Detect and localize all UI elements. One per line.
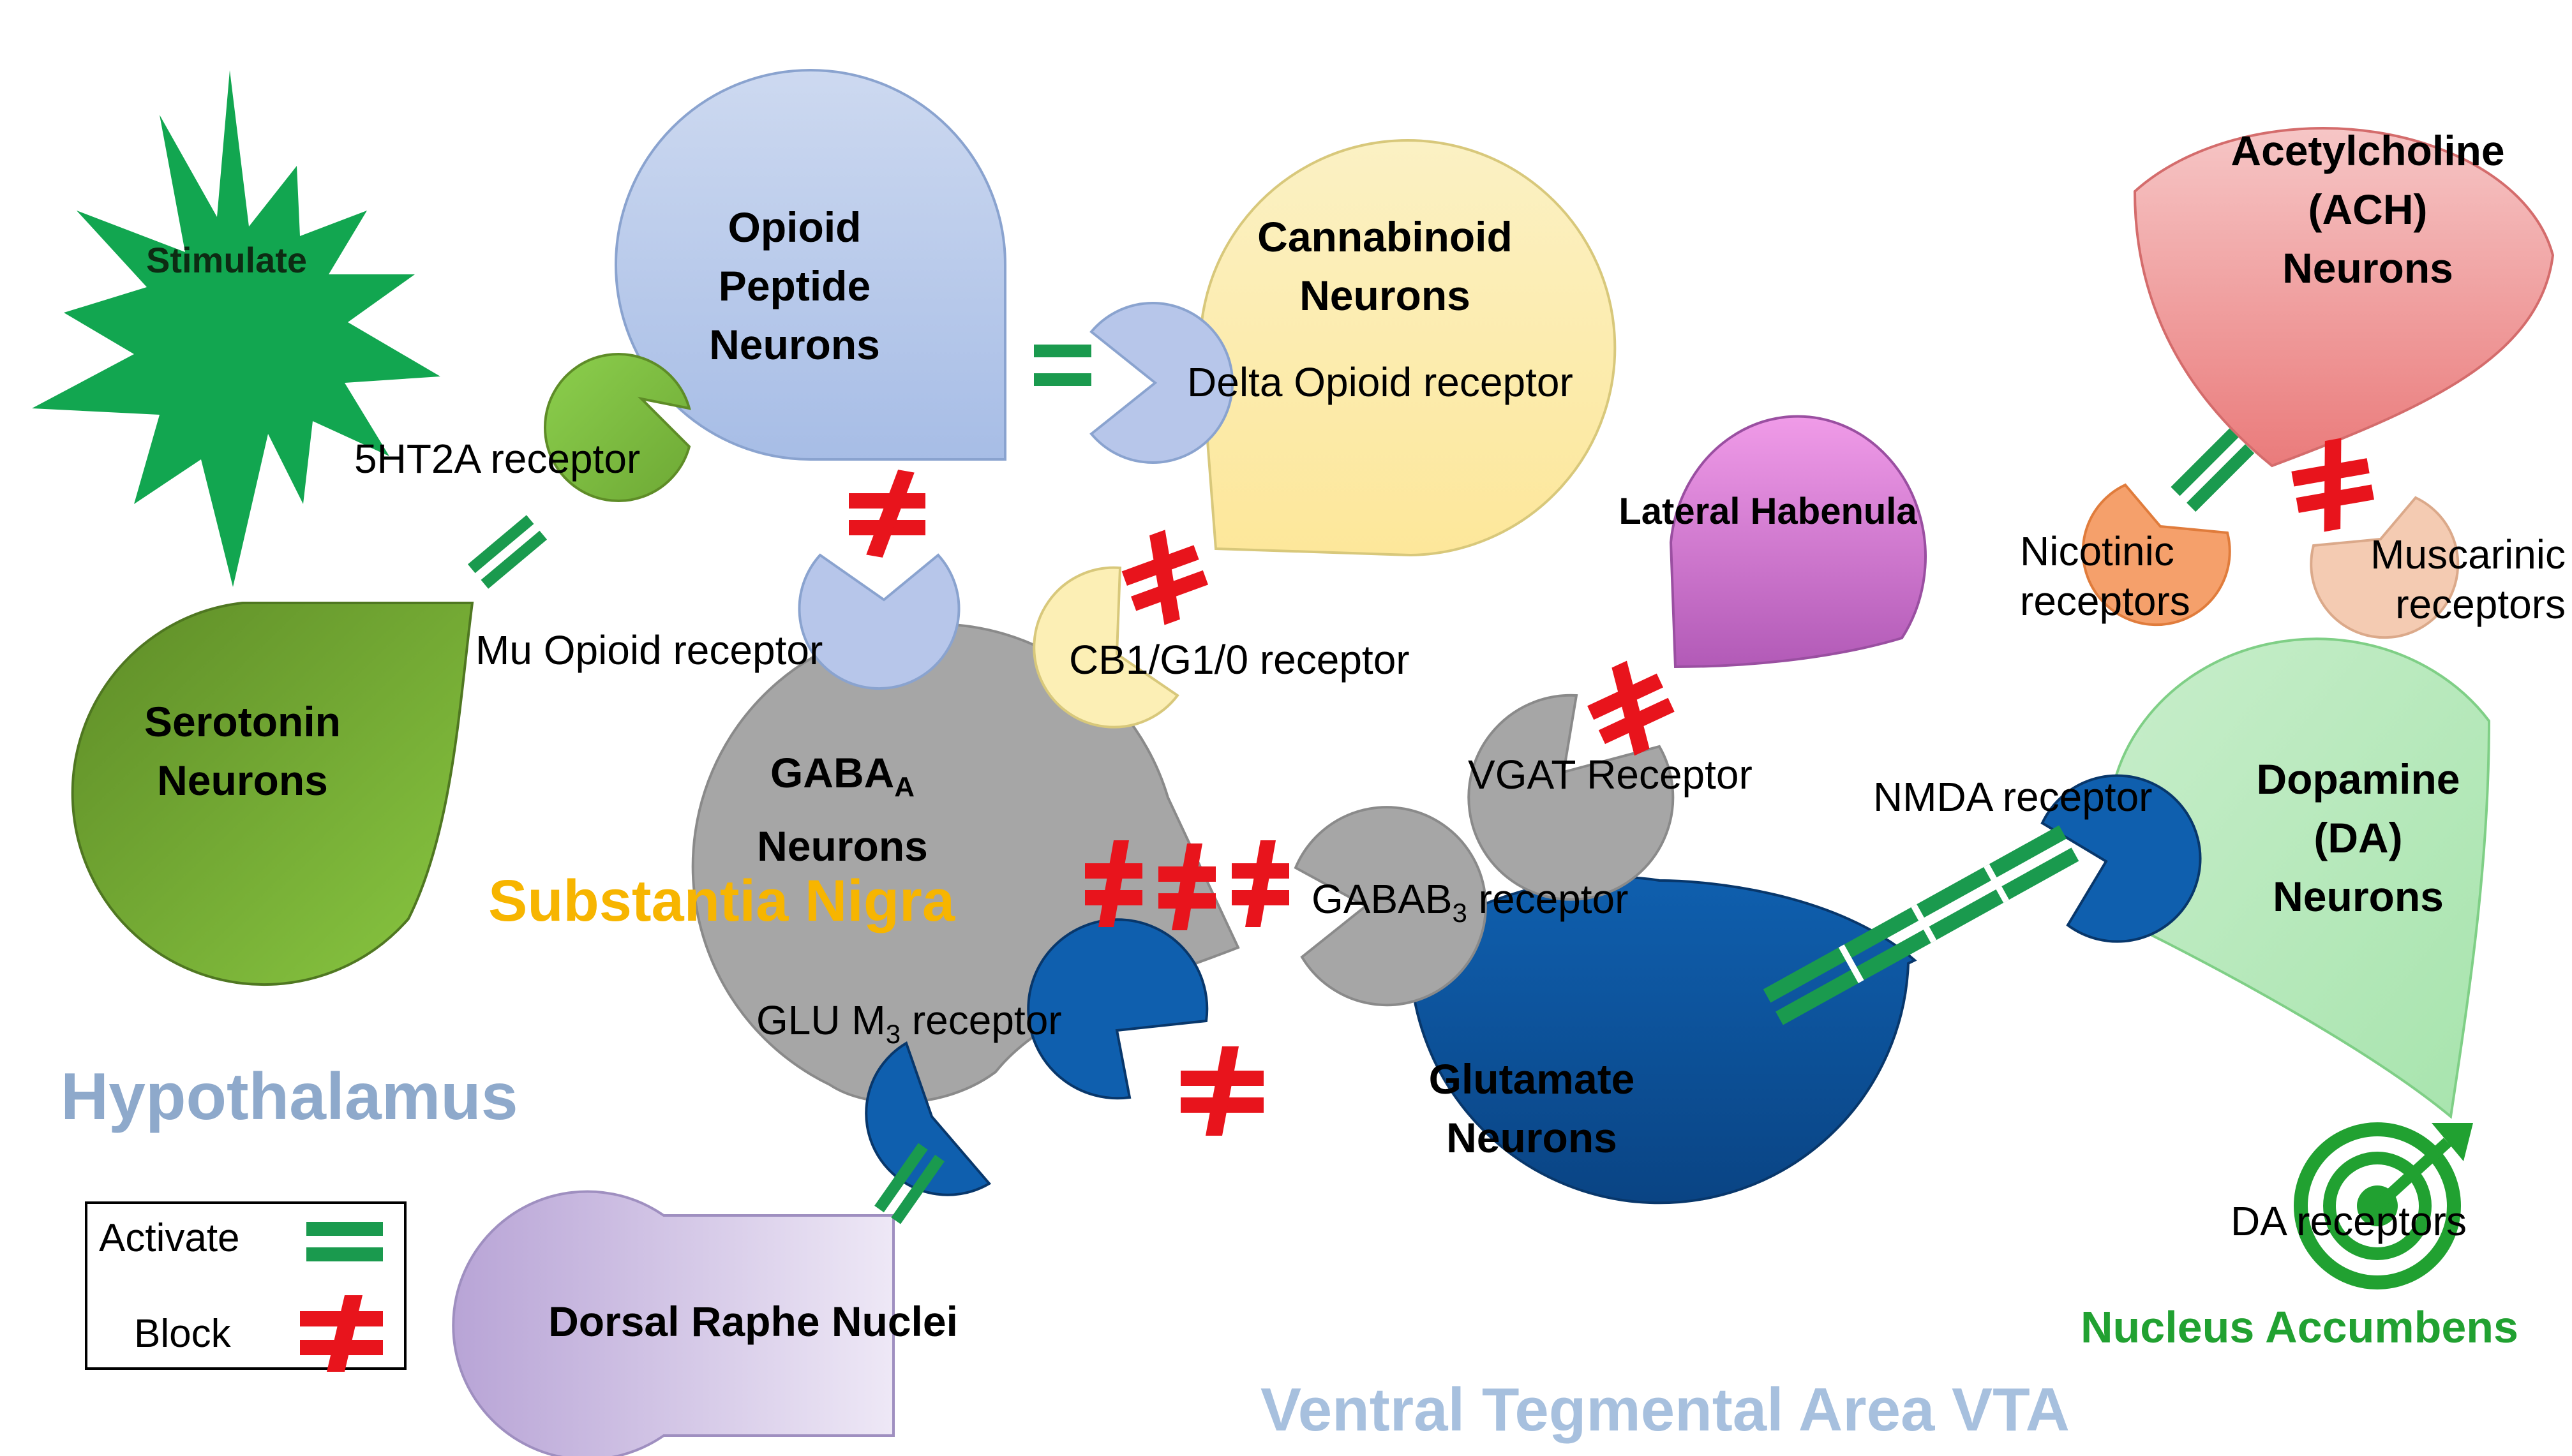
nicotinic-receptor-shape — [2081, 483, 2231, 627]
dopamine-neuron-label: Dopamine (DA) Neurons — [2256, 755, 2460, 920]
serotonin-neuron-label: Serotonin Neurons — [144, 698, 341, 804]
vgat-receptor-label: VGAT Receptor — [1468, 752, 1753, 798]
nucleus-accumbens-label: Nucleus Accumbens — [2081, 1302, 2518, 1352]
substantia-nigra-label: Substantia Nigra — [488, 868, 955, 933]
cannabinoid-neuron-label: Cannabinoid Neurons — [1257, 213, 1513, 319]
serotonin-neuron-body — [71, 602, 474, 986]
glu-m3-receptor-label: GLU M3 receptor — [756, 997, 1062, 1049]
delta-opioid-receptor-shape — [1089, 302, 1234, 464]
stimulate-label: Stimulate — [146, 240, 308, 280]
hypothalamus-label: Hypothalamus — [61, 1060, 518, 1134]
da-receptors-label: DA receptors — [2231, 1198, 2467, 1244]
vgat-receptor-shape — [1467, 694, 1675, 901]
vta-label: Ventral Tegmental Area VTA — [1260, 1376, 2070, 1444]
acetylcholine-neuron-body — [2133, 127, 2555, 468]
nmda-receptor-shape — [2040, 774, 2202, 943]
nmda-receptor-label: NMDA receptor — [1873, 774, 2153, 820]
gabab3-receptor-shape — [1294, 806, 1487, 1007]
glutamate-neuron-label: Glutamate Neurons — [1428, 1055, 1635, 1161]
muscarinic-receptor-label: Muscarinic receptors — [2370, 531, 2566, 627]
muscarinic-receptor-shape — [2310, 496, 2460, 639]
opioid-neuron-body — [615, 69, 1006, 461]
lateral-habenula-body — [1669, 415, 1927, 669]
da-receptors-target-icon — [2294, 1122, 2473, 1289]
stimulate-star — [32, 70, 440, 587]
cb1-receptor-label: CB1/G1/0 receptor — [1069, 637, 1410, 683]
glu-m3-receptor-upper-shape — [1027, 918, 1209, 1100]
nicotinic-receptor-label: Nicotinic receptors — [2020, 528, 2190, 624]
5ht2a-receptor-shape — [544, 353, 691, 502]
dopamine-neuron-body — [2107, 637, 2491, 1119]
opioid-neuron-label: Opioid Peptide Neurons — [709, 204, 880, 368]
legend-activate-label: Activate — [99, 1216, 240, 1260]
mu-opioid-receptor-shape — [798, 553, 961, 690]
glutamate-neuron-body — [1409, 875, 1917, 1205]
cb1-receptor-shape — [1033, 566, 1179, 729]
5ht2a-receptor-label: 5HT2A receptor — [354, 436, 641, 482]
lateral-habenula-label: Lateral Habenula — [1619, 491, 1917, 532]
glu-m3-receptor-lower-shape — [865, 1041, 992, 1196]
dorsal-raphe-body — [452, 1190, 895, 1456]
mu-opioid-receptor-label: Mu Opioid receptor — [475, 627, 823, 673]
dorsal-raphe-label: Dorsal Raphe Nuclei — [548, 1298, 958, 1345]
acetylcholine-neuron-label: Acetylcholine (ACH) Neurons — [2231, 127, 2505, 292]
cannabinoid-neuron-body — [1199, 139, 1617, 557]
block-symbols — [849, 438, 2374, 1136]
gabab3-receptor-label: GABAB3 receptor — [1312, 876, 1629, 928]
legend-box — [85, 1201, 407, 1372]
gaba-neuron-label: GABAA Neurons — [757, 749, 928, 870]
legend-block-label: Block — [134, 1312, 231, 1356]
activate-connectors — [467, 345, 2255, 1224]
delta-opioid-receptor-label: Delta Opioid receptor — [1187, 359, 1573, 405]
